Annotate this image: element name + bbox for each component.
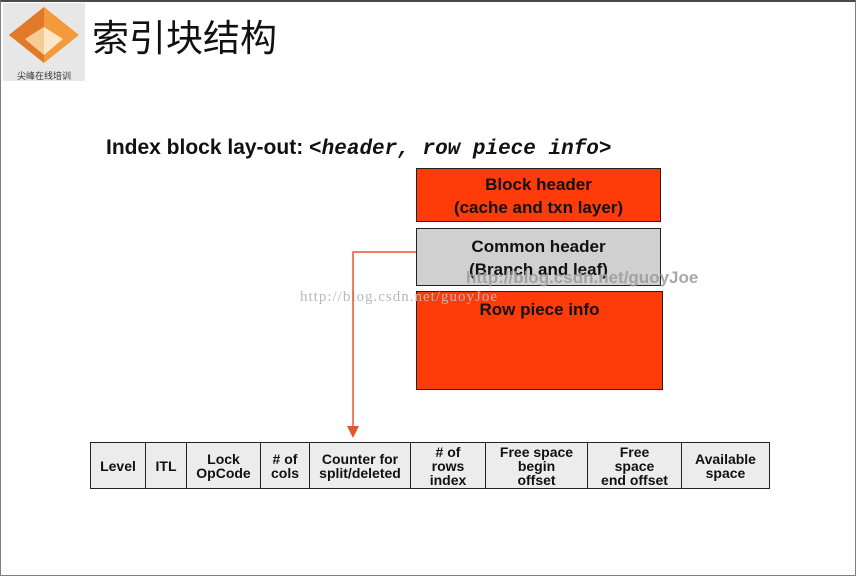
arrow-head-icon	[347, 426, 359, 438]
watermark-bold: http://blog.csdn.net/guoyJoe	[466, 268, 699, 287]
common-header-line2: (Branch and leaf)	[469, 260, 608, 279]
logo: 尖峰在线培训	[3, 3, 85, 82]
layout-label: Index block lay-out:	[106, 136, 304, 159]
field-itl: ITL	[145, 442, 187, 489]
layout-code: <header, row piece info>	[309, 138, 612, 161]
layout-caption: Index block lay-out: <header, row piece …	[106, 136, 612, 161]
orange-pyramid-logo-icon	[9, 7, 79, 63]
row-piece-box: Row piece info	[416, 291, 663, 390]
logo-text: 尖峰在线培训	[16, 72, 71, 82]
block-header-box: Block header (cache and txn layer)	[416, 168, 661, 222]
connector-line	[352, 251, 416, 428]
common-header-line1: Common header	[471, 237, 606, 256]
block-header-line1: Block header	[485, 175, 592, 194]
page-title: 索引块结构	[92, 17, 277, 60]
watermark-light: http://blog.csdn.net/guoyJoe	[300, 289, 498, 305]
block-header-line2: (cache and txn layer)	[453, 198, 624, 217]
row-piece-line1: Row piece info	[479, 300, 600, 319]
field-level: Level	[90, 442, 146, 489]
common-header-box: Common header (Branch and leaf)	[416, 228, 661, 286]
